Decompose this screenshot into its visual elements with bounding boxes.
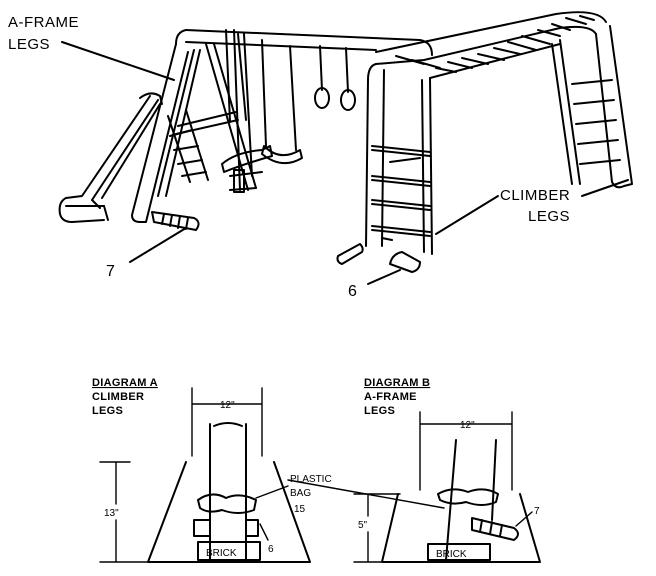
monkey-bars bbox=[375, 11, 607, 79]
diagram-b: DIAGRAM B A-FRAME LEGS 12" 5" 7 BRI bbox=[287, 377, 541, 563]
belt-swing bbox=[261, 39, 303, 165]
diagram-a-bag-line2: BAG bbox=[290, 488, 311, 499]
top-beam bbox=[175, 29, 433, 56]
diagram-a-bag-leader bbox=[255, 485, 289, 499]
label-aframe-line2: LEGS bbox=[8, 36, 50, 53]
diagram-b-brick bbox=[427, 543, 491, 561]
diagram-a-brick-label: BRICK bbox=[206, 548, 237, 559]
diagram-a-width-label: 12" bbox=[220, 400, 235, 411]
diagram-b-width-label: 12" bbox=[460, 420, 475, 431]
callout-7: 7 bbox=[106, 263, 115, 280]
diagram-a-subtitle-1: CLIMBER bbox=[92, 391, 144, 403]
swing-set-illustration: A-FRAME LEGS CLIMBER LEGS 7 6 bbox=[8, 11, 633, 300]
diagram-b-part-leader bbox=[515, 511, 533, 527]
leader-climber-2 bbox=[581, 179, 629, 197]
diagram-a-part-num: 6 bbox=[268, 544, 274, 555]
leader-climber bbox=[435, 195, 499, 235]
glider-swing bbox=[221, 29, 273, 193]
climber-ladder-front bbox=[365, 63, 433, 255]
diagram-a-height-label: 13" bbox=[104, 508, 119, 519]
label-climber-line2: LEGS bbox=[528, 208, 570, 225]
diagram-b-height-line bbox=[353, 493, 401, 563]
diagram-a: DIAGRAM A CLIMBER LEGS 12" 13" BRICK PLA… bbox=[92, 377, 332, 563]
slide bbox=[58, 92, 163, 223]
leader-aframe bbox=[61, 41, 175, 81]
diagram-a-bag-line1: PLASTIC bbox=[290, 474, 332, 485]
a-frame-legs bbox=[131, 43, 257, 223]
diagram-a-part-leader bbox=[259, 523, 269, 541]
label-climber-line1: CLIMBER bbox=[500, 187, 570, 204]
diagram-b-title: DIAGRAM B bbox=[364, 377, 430, 389]
diagram-a-bag-num: 15 bbox=[294, 504, 306, 515]
diagram-a-subtitle-2: LEGS bbox=[92, 405, 123, 417]
diagram-b-part-num: 7 bbox=[534, 506, 540, 517]
diagram-a-title: DIAGRAM A bbox=[92, 377, 158, 389]
diagram-b-bag-leader bbox=[287, 479, 445, 509]
diagram-b-stake bbox=[471, 517, 519, 541]
leader-7 bbox=[129, 227, 187, 263]
diagram-b-width-line bbox=[419, 411, 513, 491]
diagram-b-hole bbox=[381, 493, 541, 563]
diagram-a-brick bbox=[197, 541, 261, 561]
anchor-stake-6 bbox=[336, 243, 421, 273]
climber-ladder-right bbox=[551, 25, 633, 189]
label-aframe-line1: A-FRAME bbox=[8, 14, 79, 31]
diagram-a-width-line bbox=[191, 387, 263, 457]
diagram-a-leg bbox=[193, 422, 259, 561]
anchor-stake-7 bbox=[151, 211, 200, 231]
diagram-b-subtitle-1: A-FRAME bbox=[364, 391, 417, 403]
diagram-b-leg bbox=[437, 439, 499, 561]
slide-ladder bbox=[167, 109, 209, 183]
leader-6 bbox=[367, 269, 401, 285]
diagram-b-height-label: 5" bbox=[358, 520, 368, 531]
trapeze-rings bbox=[314, 45, 356, 111]
diagram-a-hole bbox=[147, 461, 311, 563]
callout-6: 6 bbox=[348, 283, 357, 300]
diagram-b-subtitle-2: LEGS bbox=[364, 405, 395, 417]
diagram-a-height-line bbox=[99, 461, 151, 563]
diagram-b-brick-label: BRICK bbox=[436, 549, 467, 560]
